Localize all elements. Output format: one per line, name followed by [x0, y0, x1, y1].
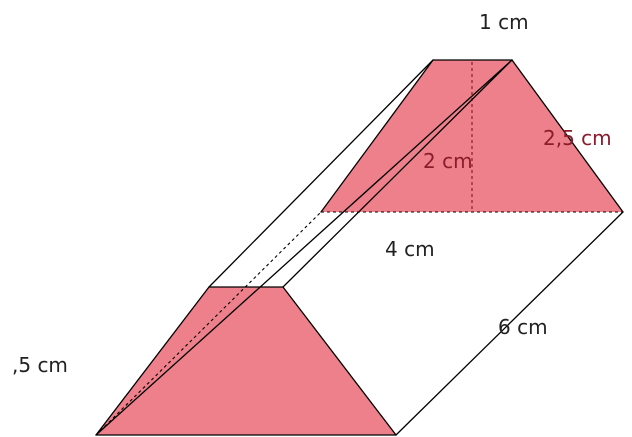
top-right-lateral-edge — [282, 59, 513, 288]
back-face-diagonal — [95, 59, 513, 436]
label-bottom-base: 4 cm — [385, 237, 435, 261]
label-length: 6 cm — [498, 315, 548, 339]
front-trapezoid-face — [96, 287, 396, 435]
label-front-slant-side: ,5 cm — [12, 353, 68, 377]
back-trapezoid-outline — [320, 59, 624, 213]
bottom-right-lateral-edge — [395, 211, 624, 436]
label-slant-side: 2,5 cm — [543, 126, 612, 150]
hidden-bottom-left-edge — [95, 211, 322, 436]
label-top-base: 1 cm — [479, 10, 529, 34]
top-left-lateral-edge — [208, 59, 434, 288]
label-height: 2 cm — [423, 149, 473, 173]
